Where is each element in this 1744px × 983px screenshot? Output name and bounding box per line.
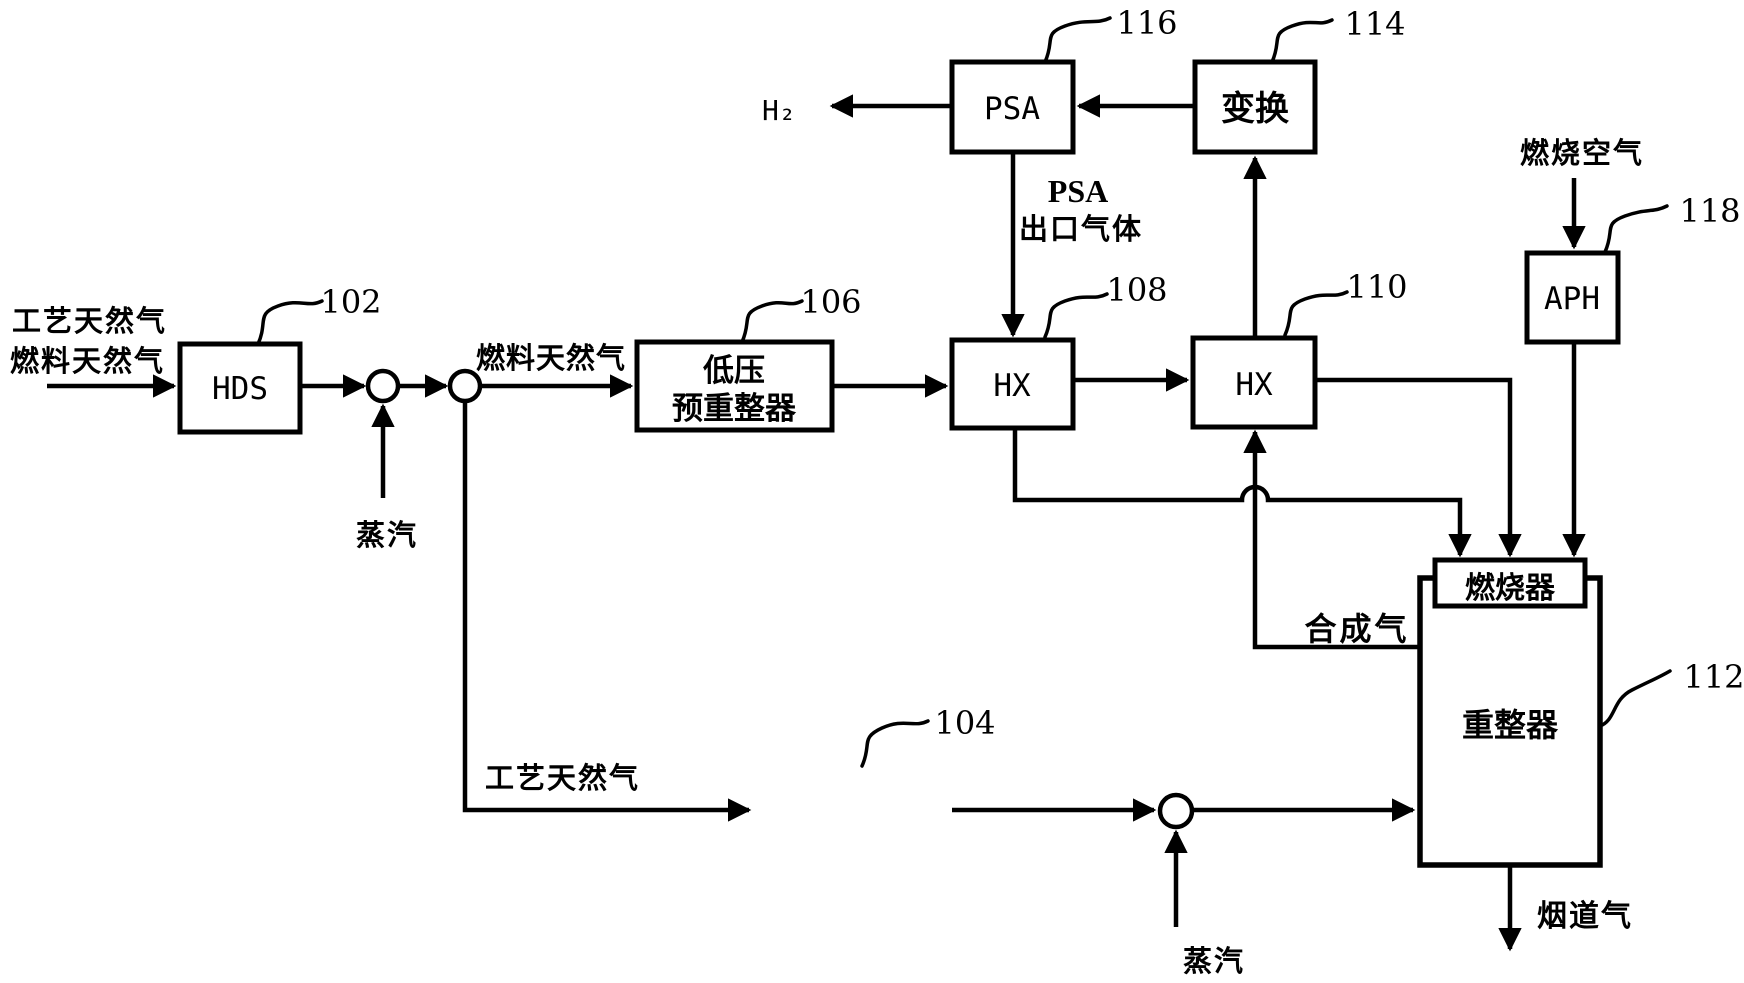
line-hx110-to-burner — [1315, 380, 1510, 555]
fuel-ng-inlet-label: 燃料天然气 — [10, 344, 165, 378]
ref-118: 118 — [1679, 192, 1740, 230]
aph-label: APH — [1544, 281, 1600, 317]
process-ng-inlet-label: 工艺天然气 — [12, 304, 167, 338]
combustion-air-label: 燃烧空气 — [1520, 136, 1644, 170]
ref-110-leader — [1285, 292, 1347, 335]
ref-102: 102 — [320, 283, 381, 321]
ref-114: 114 — [1344, 5, 1405, 43]
mixer-3 — [1160, 795, 1192, 827]
steam1-label: 蒸汽 — [356, 519, 418, 552]
shift-converter-label: 变换 — [1221, 90, 1289, 128]
ref-104: 104 — [934, 704, 995, 742]
h2-label: H₂ — [762, 94, 796, 127]
ref-108-leader — [1045, 294, 1107, 337]
ref-106: 106 — [800, 283, 861, 321]
psa-label: PSA — [984, 91, 1040, 127]
line-process-ng-branch — [465, 400, 749, 810]
ref-116-leader — [1045, 18, 1110, 62]
ref-104-leader — [862, 721, 928, 766]
line-hx108-to-burner — [1015, 428, 1460, 555]
ref-116: 116 — [1116, 4, 1177, 42]
ref-106-leader — [742, 301, 802, 342]
fuel-ng-branch-label: 燃料天然气 — [476, 341, 626, 375]
psa-outlet-gas-label-line2: 出口气体 — [1019, 213, 1143, 246]
process-ng-branch-label: 工艺天然气 — [485, 761, 640, 795]
ref-110: 110 — [1346, 268, 1407, 306]
flow-lines — [47, 106, 1574, 949]
ref-102-leader — [258, 301, 322, 344]
ref-118-leader — [1605, 206, 1667, 252]
hx108-label: HX — [993, 368, 1031, 404]
mixing-points — [368, 371, 1192, 827]
lp-prereformer-label-line2: 预重整器 — [672, 391, 797, 426]
psa-outlet-gas-label-line1: PSA — [1048, 173, 1108, 209]
ref-112-leader — [1600, 671, 1670, 726]
steam2-label: 蒸汽 — [1183, 945, 1245, 978]
hx110-label: HX — [1235, 367, 1273, 403]
equipment-boxes: HDS 低压 预重整器 HX HX PSA 变换 APH 重整器 燃烧器 — [180, 62, 1618, 865]
lp-prereformer-label-line1: 低压 — [702, 353, 765, 388]
stream-labels: 工艺天然气 燃料天然气 蒸汽 燃料天然气 工艺天然气 蒸汽 H₂ PSA 出口气… — [10, 94, 1644, 978]
ref-108: 108 — [1106, 271, 1167, 309]
reformer-label: 重整器 — [1462, 707, 1559, 743]
mixer-2 — [450, 371, 480, 401]
burner-label: 燃烧器 — [1465, 572, 1556, 605]
hds-label: HDS — [212, 371, 268, 407]
mixer-1 — [368, 371, 398, 401]
flue-gas-label: 烟道气 — [1537, 900, 1633, 933]
ref-114-leader — [1272, 20, 1332, 62]
ref-112: 112 — [1683, 658, 1744, 696]
syngas-label: 合成气 — [1304, 611, 1409, 647]
